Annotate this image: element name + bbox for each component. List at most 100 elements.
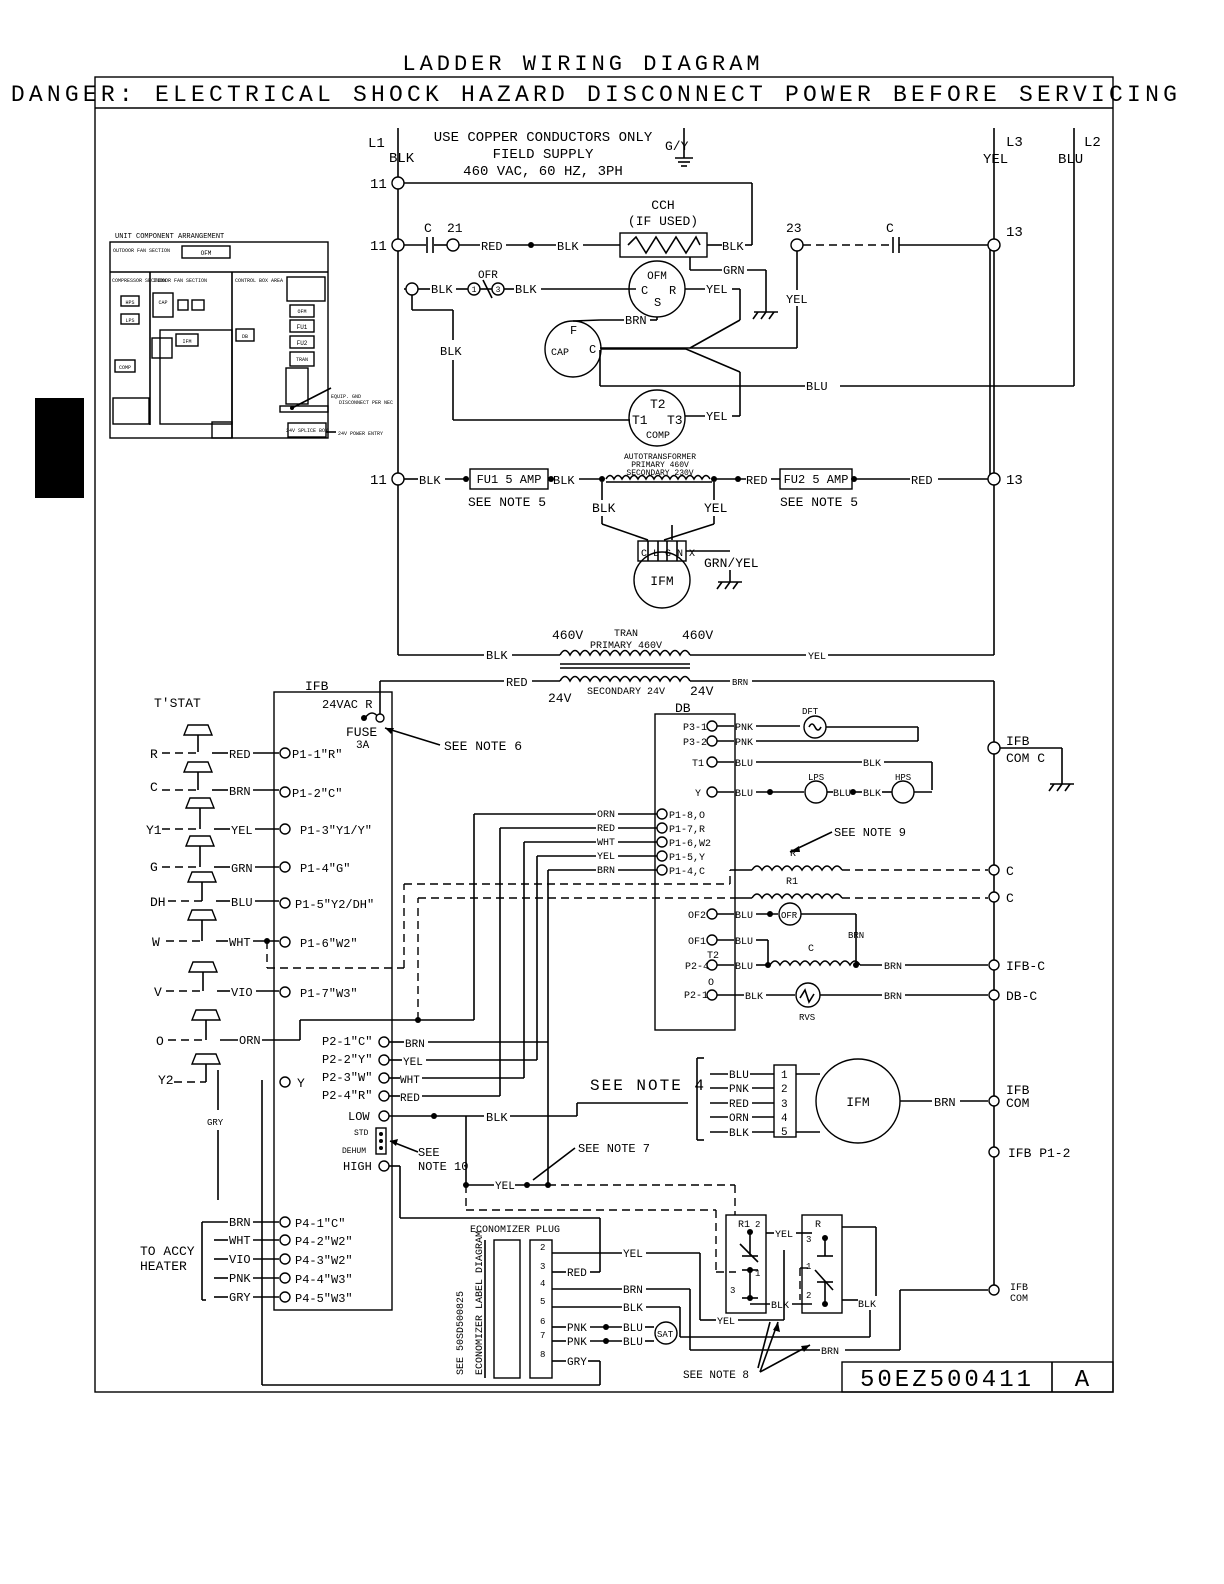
svg-text:FU1: FU1	[297, 324, 308, 331]
svg-text:L3: L3	[1006, 135, 1023, 151]
svg-text:P2-2"Y": P2-2"Y"	[322, 1053, 372, 1067]
svg-text:COM: COM	[1010, 1294, 1028, 1305]
svg-text:GRY: GRY	[229, 1291, 251, 1305]
svg-text:1: 1	[806, 1262, 811, 1272]
svg-text:RVS: RVS	[799, 1013, 815, 1023]
economizer-plug: ECONOMIZER PLUG SEE 50SD500825 ECONOMIZE…	[456, 1225, 988, 1379]
svg-text:BRN: BRN	[625, 314, 647, 328]
drawing-revision: A	[1075, 1367, 1090, 1394]
svg-text:SEE: SEE	[418, 1146, 440, 1160]
svg-text:O: O	[156, 1034, 164, 1049]
svg-text:SEE NOTE 5: SEE NOTE 5	[468, 495, 546, 510]
svg-text:BLU: BLU	[735, 962, 753, 973]
dashed-wiring	[266, 870, 810, 1300]
svg-text:PRIMARY 460V: PRIMARY 460V	[631, 461, 689, 470]
svg-text:11: 11	[370, 239, 387, 255]
svg-text:R: R	[150, 747, 158, 762]
svg-text:INDOOR FAN SECTION: INDOOR FAN SECTION	[153, 278, 207, 284]
svg-text:Y2: Y2	[158, 1073, 174, 1088]
svg-text:R: R	[669, 284, 676, 298]
svg-text:P2-4"R": P2-4"R"	[322, 1089, 372, 1103]
svg-text:GRY: GRY	[207, 1118, 224, 1128]
svg-text:24V: 24V	[690, 684, 714, 699]
svg-text:C: C	[1006, 891, 1014, 906]
svg-text:P1-4"G": P1-4"G"	[300, 862, 350, 876]
svg-text:RED: RED	[597, 824, 615, 835]
svg-text:P4-5"W3": P4-5"W3"	[295, 1292, 353, 1306]
svg-text:BRN: BRN	[597, 866, 615, 877]
svg-text:P2-3"W": P2-3"W"	[322, 1071, 372, 1085]
svg-text:GRN: GRN	[231, 862, 253, 876]
svg-text:YEL: YEL	[597, 852, 615, 863]
svg-text:P4-2"W2": P4-2"W2"	[295, 1235, 353, 1249]
svg-text:T2: T2	[650, 397, 666, 412]
svg-text:BLU: BLU	[735, 789, 753, 800]
svg-text:F: F	[570, 324, 577, 338]
svg-text:LOW: LOW	[348, 1110, 370, 1124]
svg-text:NOTE 10: NOTE 10	[418, 1160, 468, 1174]
svg-text:PNK: PNK	[735, 738, 753, 749]
svg-text:P3-1: P3-1	[683, 723, 707, 734]
svg-text:SAT: SAT	[657, 1330, 674, 1340]
svg-text:8: 8	[540, 1350, 545, 1360]
svg-text:BLK: BLK	[729, 1128, 749, 1140]
svg-text:S: S	[654, 296, 661, 310]
svg-text:P1-7"W3": P1-7"W3"	[300, 987, 358, 1001]
svg-text:RED: RED	[229, 748, 251, 762]
svg-text:UNIT COMPONENT ARRANGEMENT: UNIT COMPONENT ARRANGEMENT	[115, 233, 224, 241]
svg-text:6: 6	[540, 1317, 545, 1327]
svg-text:T1: T1	[632, 413, 648, 428]
svg-text:FIELD SUPPLY: FIELD SUPPLY	[493, 147, 594, 163]
svg-text:7: 7	[540, 1331, 545, 1341]
svg-text:O: O	[708, 978, 714, 989]
svg-text:ORN: ORN	[729, 1113, 749, 1125]
svg-text:IFB: IFB	[1006, 734, 1030, 749]
svg-text:BLU: BLU	[1058, 152, 1083, 168]
svg-text:BLK: BLK	[553, 474, 575, 488]
svg-text:P2-4: P2-4	[685, 962, 709, 973]
svg-text:3A: 3A	[356, 740, 370, 752]
svg-text:IFM: IFM	[182, 339, 191, 345]
svg-text:PRIMARY 460V: PRIMARY 460V	[590, 641, 662, 652]
svg-text:STD: STD	[354, 1129, 369, 1138]
svg-text:BRN: BRN	[821, 1347, 839, 1358]
diagram-title: LADDER WIRING DIAGRAM	[402, 52, 763, 77]
svg-text:YEL: YEL	[983, 152, 1008, 168]
svg-text:BLK: BLK	[419, 474, 441, 488]
svg-text:BLK: BLK	[771, 1301, 789, 1312]
svg-text:IFM: IFM	[650, 574, 673, 589]
svg-text:3: 3	[496, 286, 501, 295]
svg-text:3: 3	[730, 1286, 735, 1296]
svg-text:24VAC R: 24VAC R	[322, 698, 372, 712]
svg-text:G/Y: G/Y	[665, 139, 689, 154]
svg-text:C: C	[886, 221, 894, 236]
svg-text:BRN: BRN	[934, 1096, 956, 1110]
svg-text:L2: L2	[1084, 135, 1101, 151]
svg-text:C: C	[1006, 864, 1014, 879]
svg-text:SECONDARY 230V: SECONDARY 230V	[626, 469, 693, 478]
svg-text:IFB: IFB	[305, 679, 329, 694]
svg-text:R: R	[815, 1220, 821, 1231]
svg-text:5: 5	[540, 1297, 545, 1307]
svg-text:Y: Y	[297, 1076, 305, 1091]
svg-text:2: 2	[755, 1220, 760, 1230]
svg-text:T2: T2	[707, 951, 719, 962]
svg-text:BLK: BLK	[863, 759, 881, 770]
svg-text:P4-4"W3": P4-4"W3"	[295, 1273, 353, 1287]
svg-text:BLU: BLU	[729, 1070, 749, 1082]
svg-text:COMPRESSOR SECTION: COMPRESSOR SECTION	[112, 278, 166, 284]
svg-text:WHT: WHT	[229, 936, 251, 950]
svg-text:RED: RED	[746, 474, 768, 488]
svg-text:21: 21	[447, 221, 463, 236]
svg-text:GRY: GRY	[567, 1357, 587, 1369]
svg-text:BLK: BLK	[486, 649, 508, 663]
svg-text:YEL: YEL	[717, 1317, 735, 1328]
svg-text:C: C	[808, 944, 814, 955]
svg-text:SEE NOTE 9: SEE NOTE 9	[834, 826, 906, 840]
svg-text:P1-6,W2: P1-6,W2	[669, 839, 711, 850]
svg-text:RED: RED	[911, 474, 933, 488]
svg-text:Y1: Y1	[146, 823, 162, 838]
svg-text:BLK: BLK	[722, 240, 744, 254]
svg-text:460V: 460V	[682, 628, 713, 643]
